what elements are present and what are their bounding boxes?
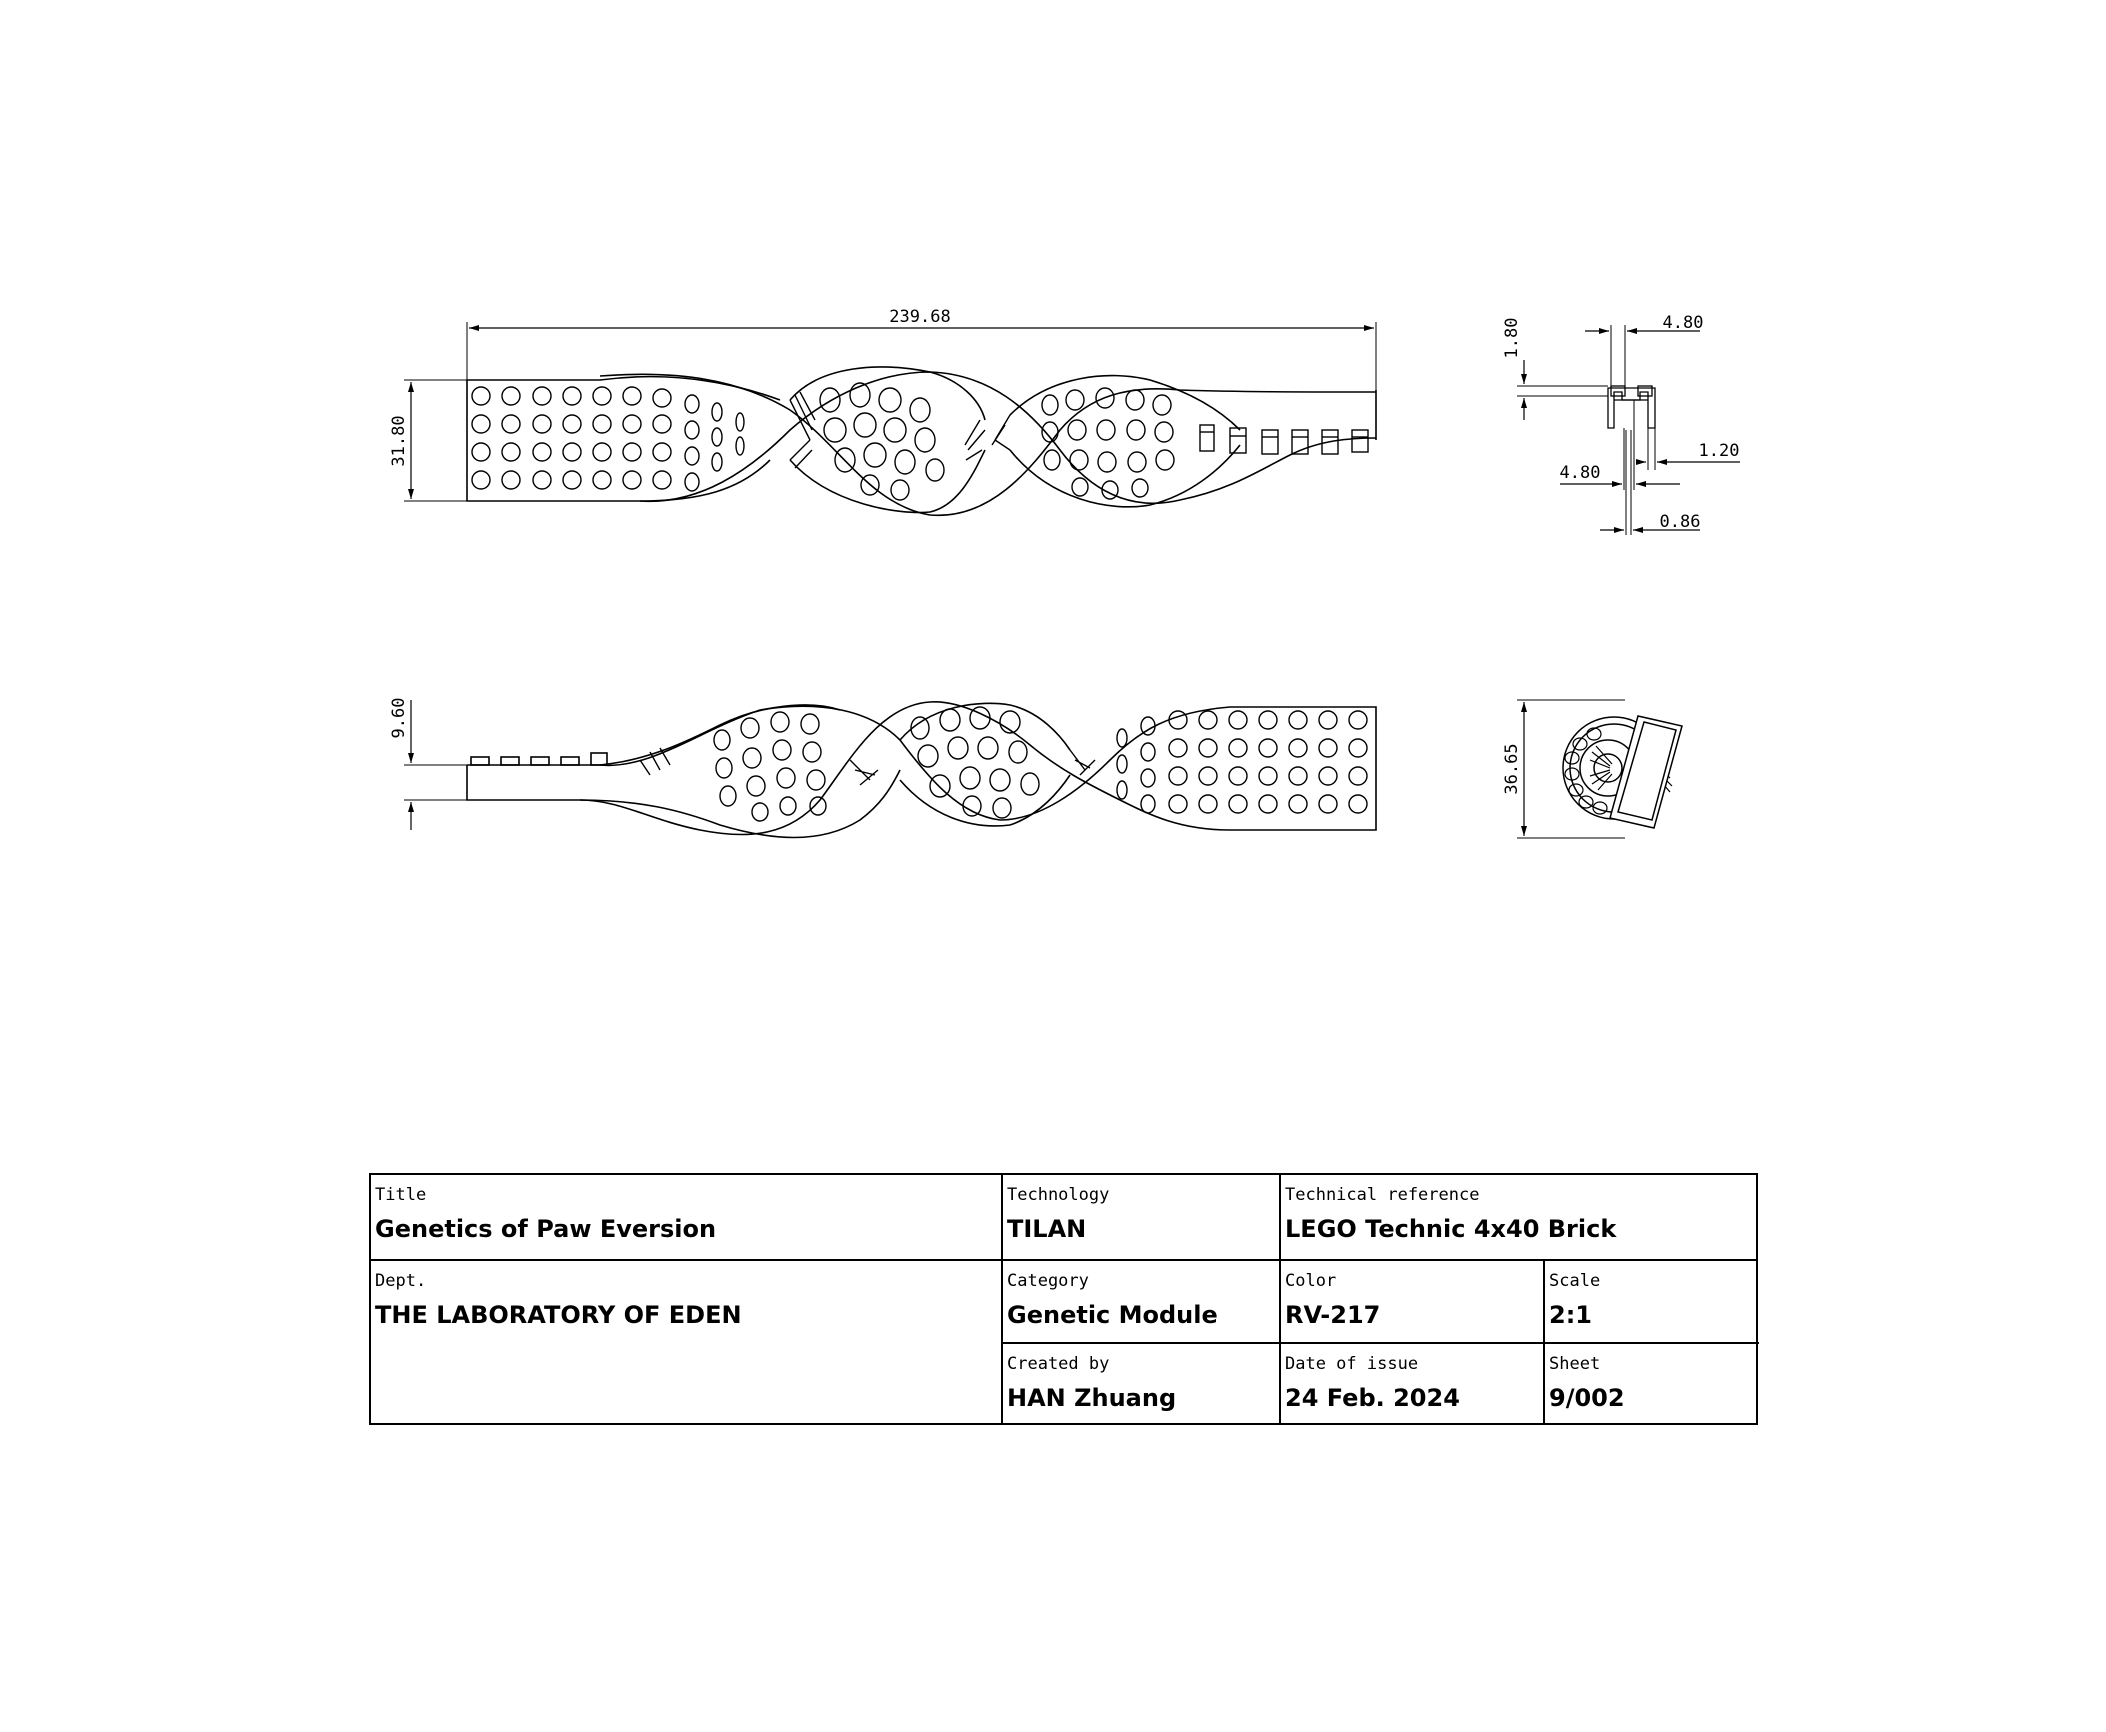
created-by-cell: Created by HAN Zhuang [1003, 1344, 1279, 1425]
color-label: Color [1285, 1271, 1337, 1291]
created-by-label: Created by [1007, 1354, 1110, 1374]
scale-label: Scale [1549, 1271, 1601, 1291]
scale-cell: Scale 2:1 [1545, 1261, 1757, 1342]
category-value: Genetic Module [1007, 1301, 1218, 1329]
color-value: RV-217 [1285, 1301, 1381, 1329]
date-of-issue-label: Date of issue [1285, 1354, 1419, 1374]
dept-label: Dept. [375, 1271, 427, 1291]
sheet-label: Sheet [1549, 1354, 1601, 1374]
front-view [404, 322, 1377, 517]
title-label: Title [375, 1185, 427, 1205]
side-bottom-width-dimension: 4.80 [1560, 463, 1601, 483]
title-cell: Title Genetics of Paw Eversion [371, 1175, 1001, 1259]
color-cell: Color RV-217 [1281, 1261, 1543, 1342]
date-of-issue-value: 24 Feb. 2024 [1285, 1384, 1460, 1412]
created-by-value: HAN Zhuang [1007, 1384, 1177, 1412]
base-height-dimension: 9.60 [389, 698, 409, 739]
dept-value: THE LABORATORY OF EDEN [375, 1301, 742, 1329]
technical-reference-value: LEGO Technic 4x40 Brick [1285, 1215, 1617, 1243]
side-thin-wall-dimension: 0.86 [1660, 512, 1701, 532]
category-cell: Category Genetic Module [1003, 1261, 1279, 1342]
sheet-cell: Sheet 9/002 [1545, 1344, 1757, 1425]
top-view [404, 700, 1377, 839]
sheet-value: 9/002 [1549, 1384, 1625, 1412]
height-dimension: 31.80 [389, 415, 409, 466]
technical-reference-label: Technical reference [1285, 1185, 1480, 1205]
end-view [1517, 699, 1683, 839]
scale-value: 2:1 [1549, 1301, 1592, 1329]
technology-cell: Technology TILAN [1003, 1175, 1279, 1259]
overall-length-dimension: 239.68 [889, 307, 950, 327]
date-of-issue-cell: Date of issue 24 Feb. 2024 [1281, 1344, 1543, 1425]
side-wall-dimension: 1.20 [1699, 441, 1740, 461]
title-value: Genetics of Paw Eversion [375, 1215, 717, 1243]
side-top-width-dimension: 4.80 [1663, 313, 1704, 333]
title-block: Title Genetics of Paw Eversion Technolog… [369, 1173, 1759, 1425]
technology-value: TILAN [1007, 1215, 1087, 1243]
dept-cell: Dept. THE LABORATORY OF EDEN [371, 1261, 1001, 1425]
side-height-dimension: 1.80 [1502, 318, 1522, 359]
technology-label: Technology [1007, 1185, 1110, 1205]
side-view [1517, 325, 1740, 535]
end-diameter-dimension: 36.65 [1502, 743, 1522, 794]
category-label: Category [1007, 1271, 1089, 1291]
technical-reference-cell: Technical reference LEGO Technic 4x40 Br… [1281, 1175, 1757, 1259]
